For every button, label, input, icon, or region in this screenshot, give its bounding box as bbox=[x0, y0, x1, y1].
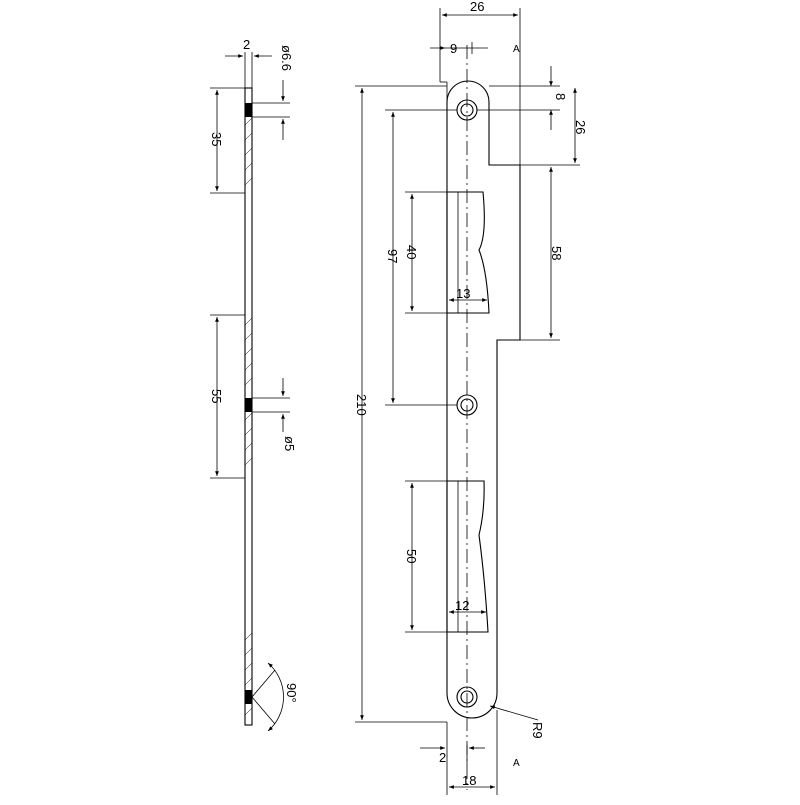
dim-50: 50 bbox=[404, 549, 419, 563]
dim-40: 40 bbox=[404, 245, 419, 259]
dim-9: 9 bbox=[450, 41, 457, 56]
front-view: 26 9 A 8 26 58 97 40 13 bbox=[354, 0, 588, 795]
dim-97: 97 bbox=[385, 249, 400, 263]
side-dim-55: 55 bbox=[209, 389, 224, 403]
section-hatching bbox=[244, 117, 253, 716]
dim-58: 58 bbox=[549, 246, 564, 260]
section-marker-bottom: A bbox=[513, 758, 520, 769]
dim-8: 8 bbox=[553, 93, 568, 100]
side-hole-lower bbox=[245, 690, 252, 704]
dim-26-top: 26 bbox=[470, 0, 484, 14]
side-hole-dia-upper: ø6.6 bbox=[279, 45, 294, 71]
dim-18: 18 bbox=[462, 773, 476, 788]
section-marker-top: A bbox=[513, 44, 520, 55]
dim-210: 210 bbox=[354, 394, 369, 416]
side-dim-2: 2 bbox=[243, 37, 250, 52]
side-hole-dia-lower: ø5 bbox=[282, 436, 297, 451]
dim-r9: R9 bbox=[530, 722, 545, 739]
side-angle-90: 90° bbox=[284, 683, 299, 703]
side-hole-middle bbox=[245, 398, 252, 412]
dim-2-bottom: 2 bbox=[439, 750, 446, 765]
strike-plate-outline bbox=[446, 80, 521, 719]
bolt-opening bbox=[446, 480, 489, 633]
screw-hole-bottom bbox=[456, 686, 478, 708]
dim-12: 12 bbox=[455, 598, 469, 613]
dim-13: 13 bbox=[456, 286, 470, 301]
side-dim-35: 35 bbox=[209, 132, 224, 146]
dim-26-right: 26 bbox=[573, 120, 588, 134]
latch-opening bbox=[446, 191, 490, 314]
side-view: 2 ø6.6 35 55 ø5 90° bbox=[209, 37, 299, 732]
side-hole-upper bbox=[245, 103, 252, 117]
